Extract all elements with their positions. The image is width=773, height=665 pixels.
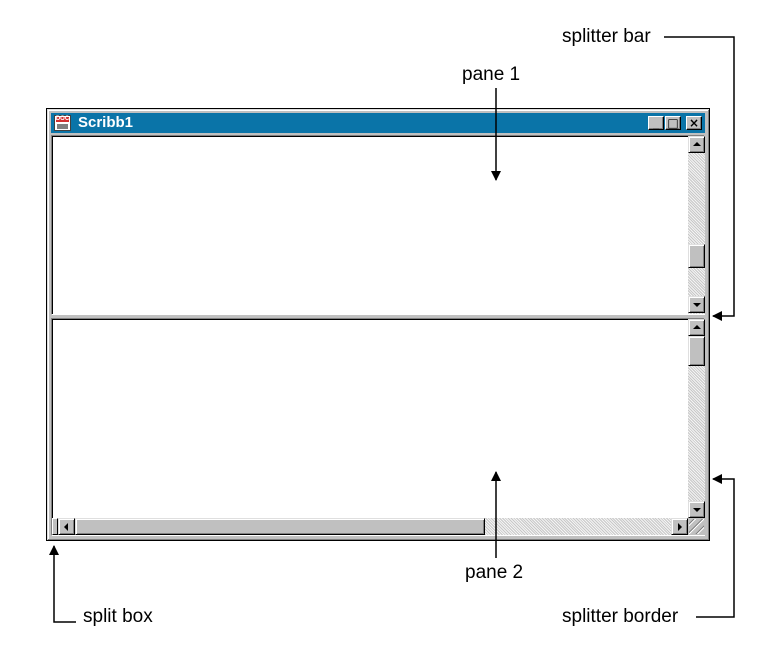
- pane-1-vertical-scrollbar[interactable]: [688, 136, 705, 314]
- split-box-arrow: [49, 545, 76, 623]
- document-icon-text: DOC: [55, 116, 70, 122]
- resize-grip-icon[interactable]: [689, 519, 704, 534]
- arrow-down-icon: [693, 508, 701, 512]
- arrow-left-icon: [64, 523, 68, 531]
- pane-1-scroll-up-button[interactable]: [688, 136, 705, 153]
- arrow-up-icon: [693, 142, 701, 146]
- size-box[interactable]: [688, 518, 705, 535]
- pane-1-scroll-down-button[interactable]: [688, 296, 705, 313]
- scribble-window: DOC Scribb1 _ □ ×: [46, 108, 710, 541]
- pane-2-scroll-down-button[interactable]: [688, 501, 705, 518]
- arrow-right-icon: [678, 523, 682, 531]
- split-box[interactable]: [52, 518, 58, 535]
- document-icon[interactable]: DOC: [54, 115, 71, 131]
- pane-2-scroll-up-button[interactable]: [688, 319, 705, 336]
- pane-2-vertical-scrollbar[interactable]: [688, 319, 705, 518]
- scroll-left-button[interactable]: [58, 518, 75, 535]
- arrow-up-icon: [693, 325, 701, 329]
- maximize-button[interactable]: □: [665, 116, 681, 130]
- minimize-button[interactable]: _: [648, 116, 664, 130]
- pane-1-label: pane 1: [462, 64, 521, 85]
- pane-1[interactable]: [51, 135, 705, 315]
- horizontal-scrollbar[interactable]: [52, 518, 688, 535]
- close-button[interactable]: ×: [686, 116, 702, 130]
- splitter-border-arrow: [696, 474, 735, 618]
- splitter-bar[interactable]: [51, 315, 705, 319]
- pane-2-scroll-thumb[interactable]: [688, 336, 705, 366]
- title-bar[interactable]: DOC Scribb1 _ □ ×: [51, 113, 705, 133]
- pane-1-scroll-thumb[interactable]: [688, 244, 705, 268]
- pane-2-label: pane 2: [465, 562, 524, 583]
- splitter-bar-arrow: [664, 36, 735, 321]
- scroll-right-button[interactable]: [671, 518, 688, 535]
- window-title: Scribb1: [78, 114, 134, 131]
- splitter-border-label: splitter border: [562, 606, 679, 627]
- arrow-down-icon: [693, 303, 701, 307]
- splitter-bar-label: splitter bar: [562, 26, 651, 47]
- split-box-label: split box: [83, 606, 153, 627]
- pane-2[interactable]: [51, 318, 705, 536]
- horizontal-scroll-thumb[interactable]: [75, 518, 485, 535]
